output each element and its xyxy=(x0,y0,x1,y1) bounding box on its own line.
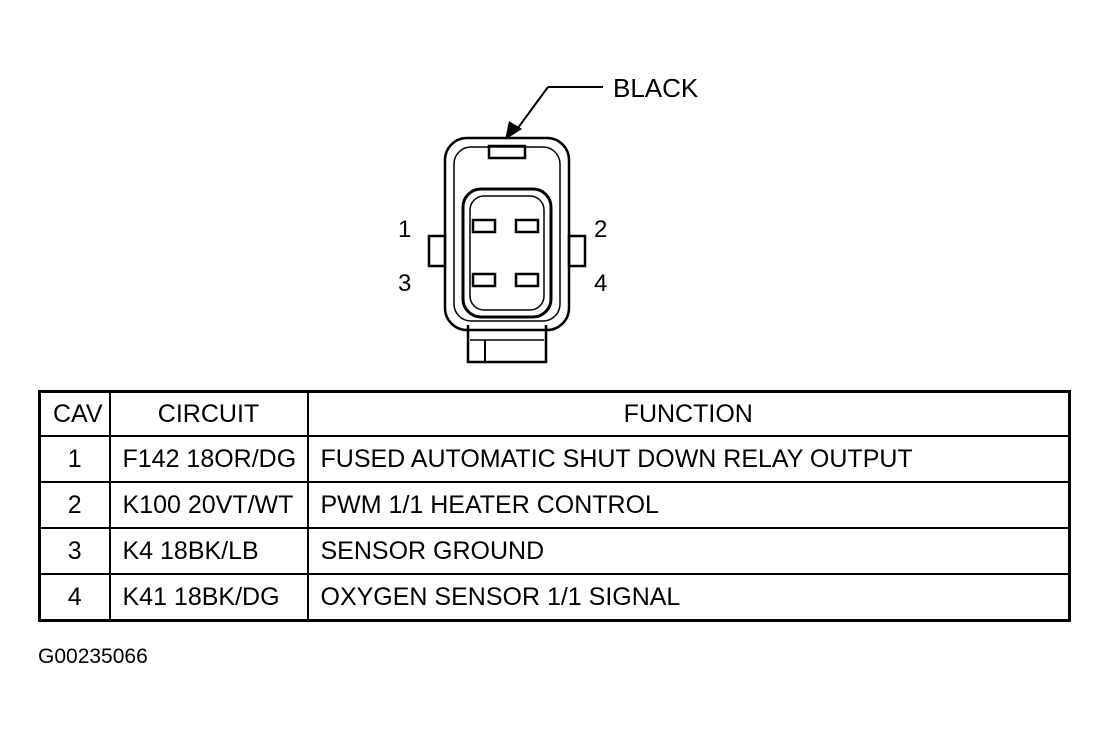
connector-color-label: BLACK xyxy=(613,73,699,103)
cell-circuit: F142 18OR/DG xyxy=(108,435,309,483)
connector-diagram: BLACK 1 2 3 4 xyxy=(398,73,699,364)
connector-body xyxy=(427,136,587,364)
figure-id: G00235066 xyxy=(38,645,148,668)
cell-circuit: K41 18BK/DG xyxy=(108,573,309,622)
cell-cav: 2 xyxy=(38,481,111,529)
cell-cav: 3 xyxy=(38,527,111,575)
cell-function: SENSOR GROUND xyxy=(306,527,1071,575)
header-circuit: CIRCUIT xyxy=(108,390,309,437)
header-function: FUNCTION xyxy=(306,390,1071,437)
cavity-4 xyxy=(514,272,540,288)
leader-arrowhead xyxy=(505,121,522,140)
cell-circuit: K100 20VT/WT xyxy=(108,481,309,529)
cell-cav: 1 xyxy=(38,435,111,483)
table-row: 3 K4 18BK/LB SENSOR GROUND xyxy=(38,527,1071,575)
cavity-2 xyxy=(514,218,540,234)
terminal-cavities xyxy=(471,218,540,288)
cavity-1 xyxy=(471,218,497,234)
cell-cav: 4 xyxy=(38,573,111,622)
table-row: 2 K100 20VT/WT PWM 1/1 HEATER CONTROL xyxy=(38,481,1071,529)
connector-drawing: BLACK 1 2 3 4 xyxy=(398,73,699,364)
table-header-row: CAV CIRCUIT FUNCTION xyxy=(38,390,1071,437)
pin-label-1: 1 xyxy=(398,216,411,243)
pin-label-4: 4 xyxy=(594,270,607,297)
left-latch xyxy=(427,234,447,268)
cell-function: OXYGEN SENSOR 1/1 SIGNAL xyxy=(306,573,1071,622)
color-callout-leader xyxy=(505,86,603,140)
cell-function: FUSED AUTOMATIC SHUT DOWN RELAY OUTPUT xyxy=(306,435,1071,483)
cell-function: PWM 1/1 HEATER CONTROL xyxy=(306,481,1071,529)
table-row: 1 F142 18OR/DG FUSED AUTOMATIC SHUT DOWN… xyxy=(38,435,1071,483)
table-row: 4 K41 18BK/DG OXYGEN SENSOR 1/1 SIGNAL xyxy=(38,573,1071,622)
connector-key-tab xyxy=(487,144,527,160)
header-cav: CAV xyxy=(38,390,111,437)
pin-label-2: 2 xyxy=(594,216,607,243)
pinout-table: CAV CIRCUIT FUNCTION 1 F142 18OR/DG FUSE… xyxy=(38,390,1071,622)
right-latch xyxy=(567,234,587,268)
cavity-3 xyxy=(471,272,497,288)
pin-label-3: 3 xyxy=(398,270,411,297)
cell-circuit: K4 18BK/LB xyxy=(108,527,309,575)
